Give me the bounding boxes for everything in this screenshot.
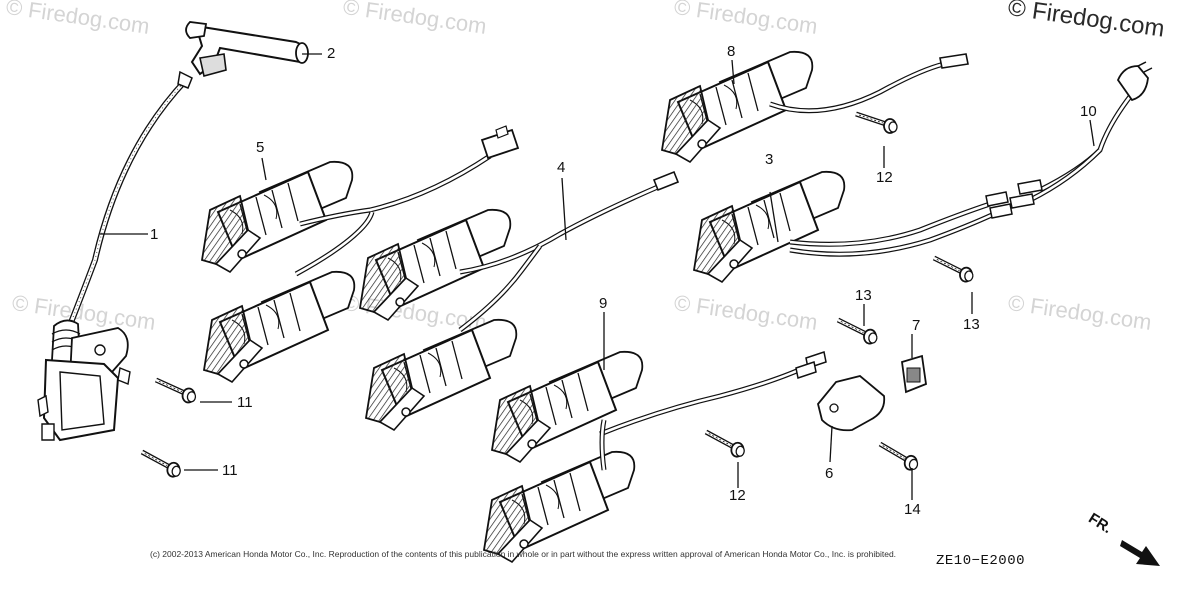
diagram-reference: ZE10−E2000 [936,553,1026,569]
callout-6: 6 [825,465,834,482]
callout-5: 5 [256,139,265,156]
callout-13: 13 [963,316,980,333]
bolt-12 [703,432,747,458]
spark-plug-cap [185,21,309,77]
callout-11: 11 [222,462,238,479]
callout-1: 1 [150,226,159,243]
bolt-13 [931,258,974,283]
callout-13: 13 [855,287,872,304]
callout-12: 12 [876,169,893,186]
copyright-notice: (c) 2002-2013 American Honda Motor Co., … [150,549,897,559]
bolt-11 [154,380,197,403]
bolt-12 [856,114,897,133]
charge-coil-5 [201,125,520,383]
bolt-13 [835,320,878,345]
callout-7: 7 [912,317,921,334]
callout-9: 9 [599,295,608,312]
charge-coil-3 [693,170,1013,283]
callout-14: 14 [904,501,921,518]
bolt-14 [876,444,920,471]
clip [901,354,927,394]
charge-coil-8 [661,50,969,164]
wire-harness [1009,61,1153,209]
callout-11: 11 [237,394,253,411]
charge-coil-4 [359,170,680,431]
callout-4: 4 [557,159,566,176]
leader-lines [100,53,1095,500]
callout-8: 8 [727,43,736,60]
callout-2: 2 [327,45,336,62]
ignition-coil [37,70,193,442]
callout-10: 10 [1080,103,1097,120]
bracket [817,375,886,432]
bolt-11 [139,452,183,478]
callout-3: 3 [765,151,774,168]
front-direction-arrow-icon [1120,540,1160,566]
callout-12: 12 [729,487,746,504]
charge-coil-9 [483,350,827,563]
